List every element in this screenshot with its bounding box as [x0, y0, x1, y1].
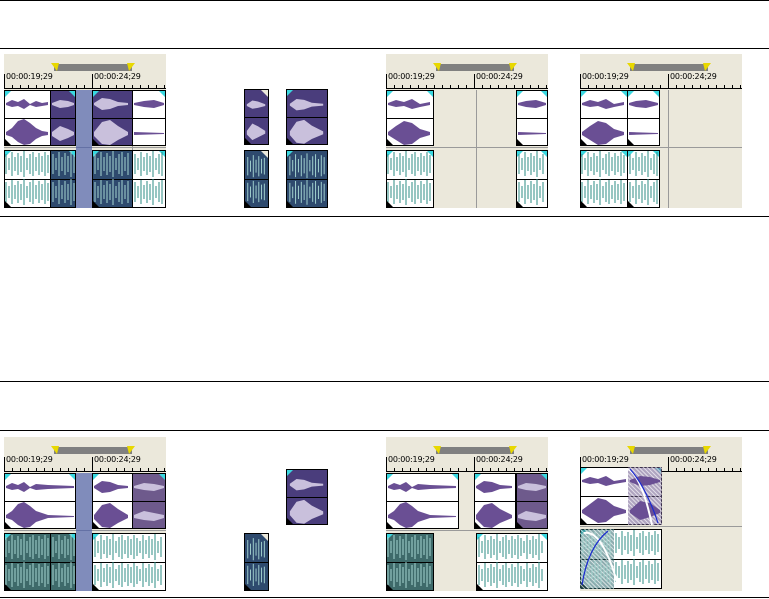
- voice-event-selected[interactable]: [132, 473, 166, 529]
- time-ruler[interactable]: 00:00:19;29 00:00:24;29: [386, 437, 548, 473]
- top-border: [0, 0, 769, 1]
- timeline-panel-bottom-d[interactable]: 00:00:19;29 00:00:24;29: [580, 437, 742, 591]
- music-event-selected[interactable]: [50, 150, 76, 208]
- timeline-panel-top-d[interactable]: 00:00:19;29 00:00:24;29: [580, 54, 742, 208]
- waveforms: [5, 481, 164, 588]
- voice-event[interactable]: [132, 90, 166, 146]
- timeline-panel-top-c[interactable]: 00:00:19;29 00:00:24;29: [386, 54, 548, 208]
- ruler-label-end: 00:00:24;29: [94, 455, 141, 464]
- ruler-label-end: 00:00:24;29: [670, 72, 717, 81]
- time-ruler[interactable]: 00:00:19;29 00:00:24;29: [580, 54, 742, 90]
- ruler-label-end: 00:00:24;29: [94, 72, 141, 81]
- ruler-label-end: 00:00:24;29: [476, 72, 523, 81]
- separator-line-3: [0, 381, 769, 382]
- music-event-selected[interactable]: [386, 533, 434, 591]
- clipboard-music-event[interactable]: [244, 150, 269, 208]
- waveforms: [5, 98, 164, 205]
- time-ruler[interactable]: 00:00:19;29 00:00:24;29: [4, 54, 166, 90]
- clipboard-voice-event[interactable]: [286, 89, 328, 145]
- waveforms: [581, 99, 658, 205]
- clipboard-music-event[interactable]: [286, 150, 328, 208]
- ruler-label-start: 00:00:19;29: [6, 455, 53, 464]
- ruler-label-start: 00:00:19;29: [6, 72, 53, 81]
- voice-event-selected[interactable]: [516, 473, 548, 529]
- ruler-baseline: [4, 88, 166, 89]
- waveforms: [387, 481, 546, 588]
- time-selection-gap[interactable]: [76, 90, 92, 208]
- waveforms: [581, 468, 660, 586]
- timeline-panel-bottom-a[interactable]: 00:00:19;29 00:00:24;29: [4, 437, 166, 591]
- music-event[interactable]: [386, 150, 434, 208]
- waveforms: [387, 99, 546, 205]
- time-selection-gap[interactable]: [76, 473, 92, 591]
- timeline-panel-top-a[interactable]: 00:00:19;29 00:00:24;29: [4, 54, 166, 208]
- separator-line-1: [0, 48, 769, 49]
- loop-region-bar[interactable]: [51, 446, 135, 454]
- voice-event[interactable]: [516, 90, 548, 146]
- time-ruler[interactable]: 00:00:19;29 00:00:24;29: [4, 437, 166, 473]
- ruler-label-start: 00:00:19;29: [388, 455, 435, 464]
- ruler-label-end: 00:00:24;29: [476, 455, 523, 464]
- ruler-label-start: 00:00:19;29: [582, 72, 629, 81]
- loop-region-bar[interactable]: [433, 63, 517, 71]
- ruler-ticks: [4, 80, 166, 89]
- clipboard-voice-event[interactable]: [244, 89, 269, 145]
- ruler-label-start: 00:00:19;29: [388, 72, 435, 81]
- ruler-label-start: 00:00:19;29: [582, 455, 629, 464]
- clipboard-music-event[interactable]: [244, 533, 269, 591]
- ruler-label-end: 00:00:24;29: [670, 455, 717, 464]
- time-ruler[interactable]: 00:00:19;29 00:00:24;29: [386, 54, 548, 90]
- separator-line-4: [0, 430, 769, 431]
- voice-event[interactable]: [627, 90, 660, 146]
- music-event-selected[interactable]: [50, 533, 76, 591]
- clipboard-voice-event[interactable]: [286, 469, 328, 525]
- loop-region-bar[interactable]: [51, 63, 135, 71]
- timeline-panel-bottom-c[interactable]: 00:00:19;29 00:00:24;29: [386, 437, 548, 591]
- separator-line-5: [0, 597, 769, 598]
- loop-region-bar[interactable]: [627, 446, 711, 454]
- separator-line-2: [0, 216, 769, 217]
- loop-region-bar[interactable]: [433, 446, 517, 454]
- loop-region-bar[interactable]: [627, 63, 711, 71]
